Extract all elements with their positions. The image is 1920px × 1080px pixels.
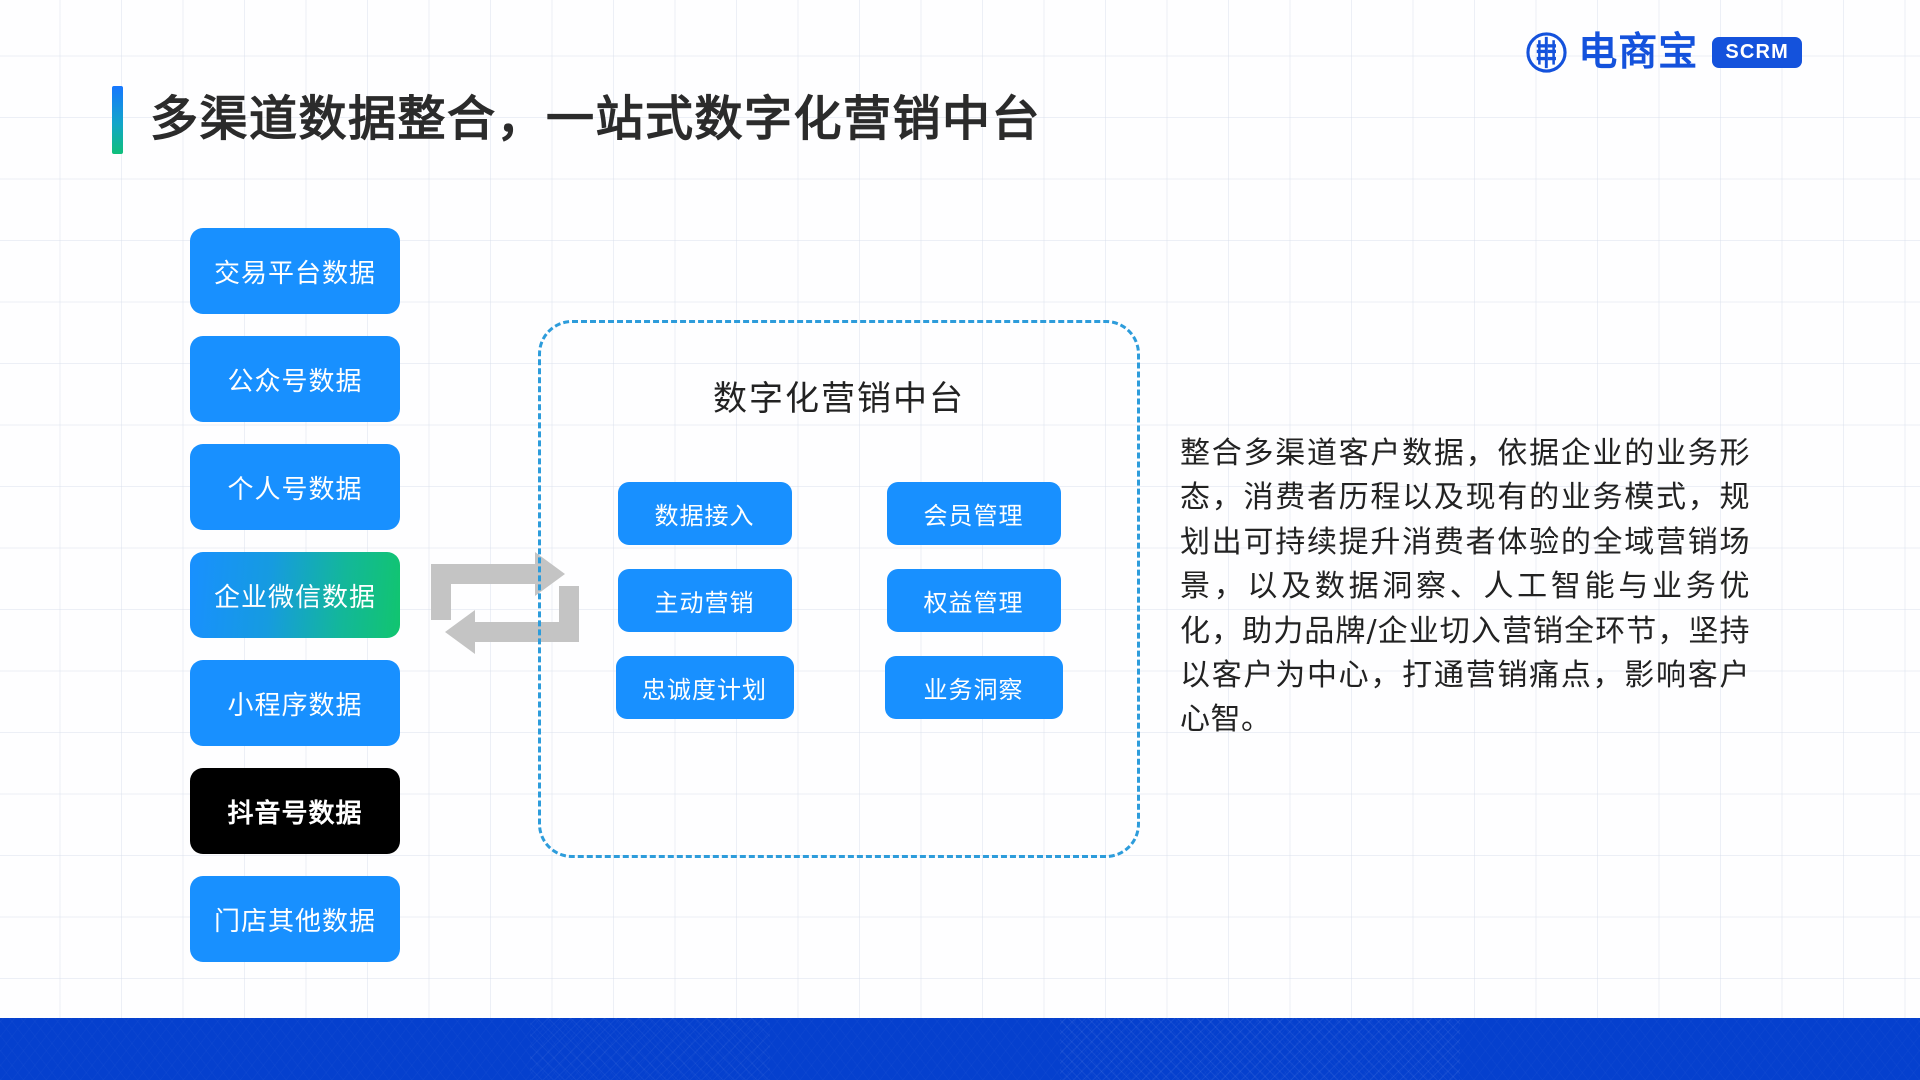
abacus-circle-icon [1526,32,1567,73]
brand-name: 电商宝 [1578,30,1699,75]
capability-chip-business-insight[interactable]: 业务洞察 [884,656,1063,719]
page-title: 多渠道数据整合，一站式数字化营销中台 [112,86,1041,154]
source-chip-wecom[interactable]: 企业微信数据 [190,552,400,638]
source-chip-store-other[interactable]: 门店其他数据 [190,876,400,962]
title-text: 多渠道数据整合，一站式数字化营销中台 [150,92,1042,146]
source-chip-douyin[interactable]: 抖音号数据 [190,768,400,854]
description-paragraph: 整合多渠道客户数据，依据企业的业务形态，消费者历程以及现有的业务模式，规划出可持… [1180,436,1750,738]
capability-chip-member-mgmt[interactable]: 会员管理 [886,482,1061,545]
capability-chip-data-ingest[interactable]: 数据接入 [617,482,792,545]
source-chip-personal-account[interactable]: 个人号数据 [190,444,400,530]
source-chip-transaction[interactable]: 交易平台数据 [190,228,400,314]
source-chip-official-account[interactable]: 公众号数据 [190,336,400,422]
footer-bar [0,1018,1920,1080]
data-source-list: 交易平台数据 公众号数据 个人号数据 企业微信数据 小程序数据 抖音号数据 门店… [190,228,400,962]
footer-texture-left [530,1018,770,1080]
brand-logo: 电商宝 SCRM [1526,32,1802,73]
platform-capability-grid: 数据接入 会员管理 主动营销 权益管理 忠诚度计划 业务洞察 [611,482,1067,719]
source-chip-miniprogram[interactable]: 小程序数据 [190,660,400,746]
platform-panel: 数字化营销中台 数据接入 会员管理 主动营销 权益管理 忠诚度计划 业务洞察 [538,320,1140,858]
exchange-arrows-icon [431,552,579,654]
footer-texture-right [1060,1018,1460,1080]
title-accent-bar [112,86,123,154]
capability-chip-benefit-mgmt[interactable]: 权益管理 [886,569,1061,632]
platform-title: 数字化营销中台 [713,380,965,418]
capability-chip-loyalty-program[interactable]: 忠诚度计划 [615,656,794,719]
capability-chip-active-marketing[interactable]: 主动营销 [617,569,792,632]
footer-texture-base [0,1018,1920,1080]
brand-badge: SCRM [1712,37,1802,68]
